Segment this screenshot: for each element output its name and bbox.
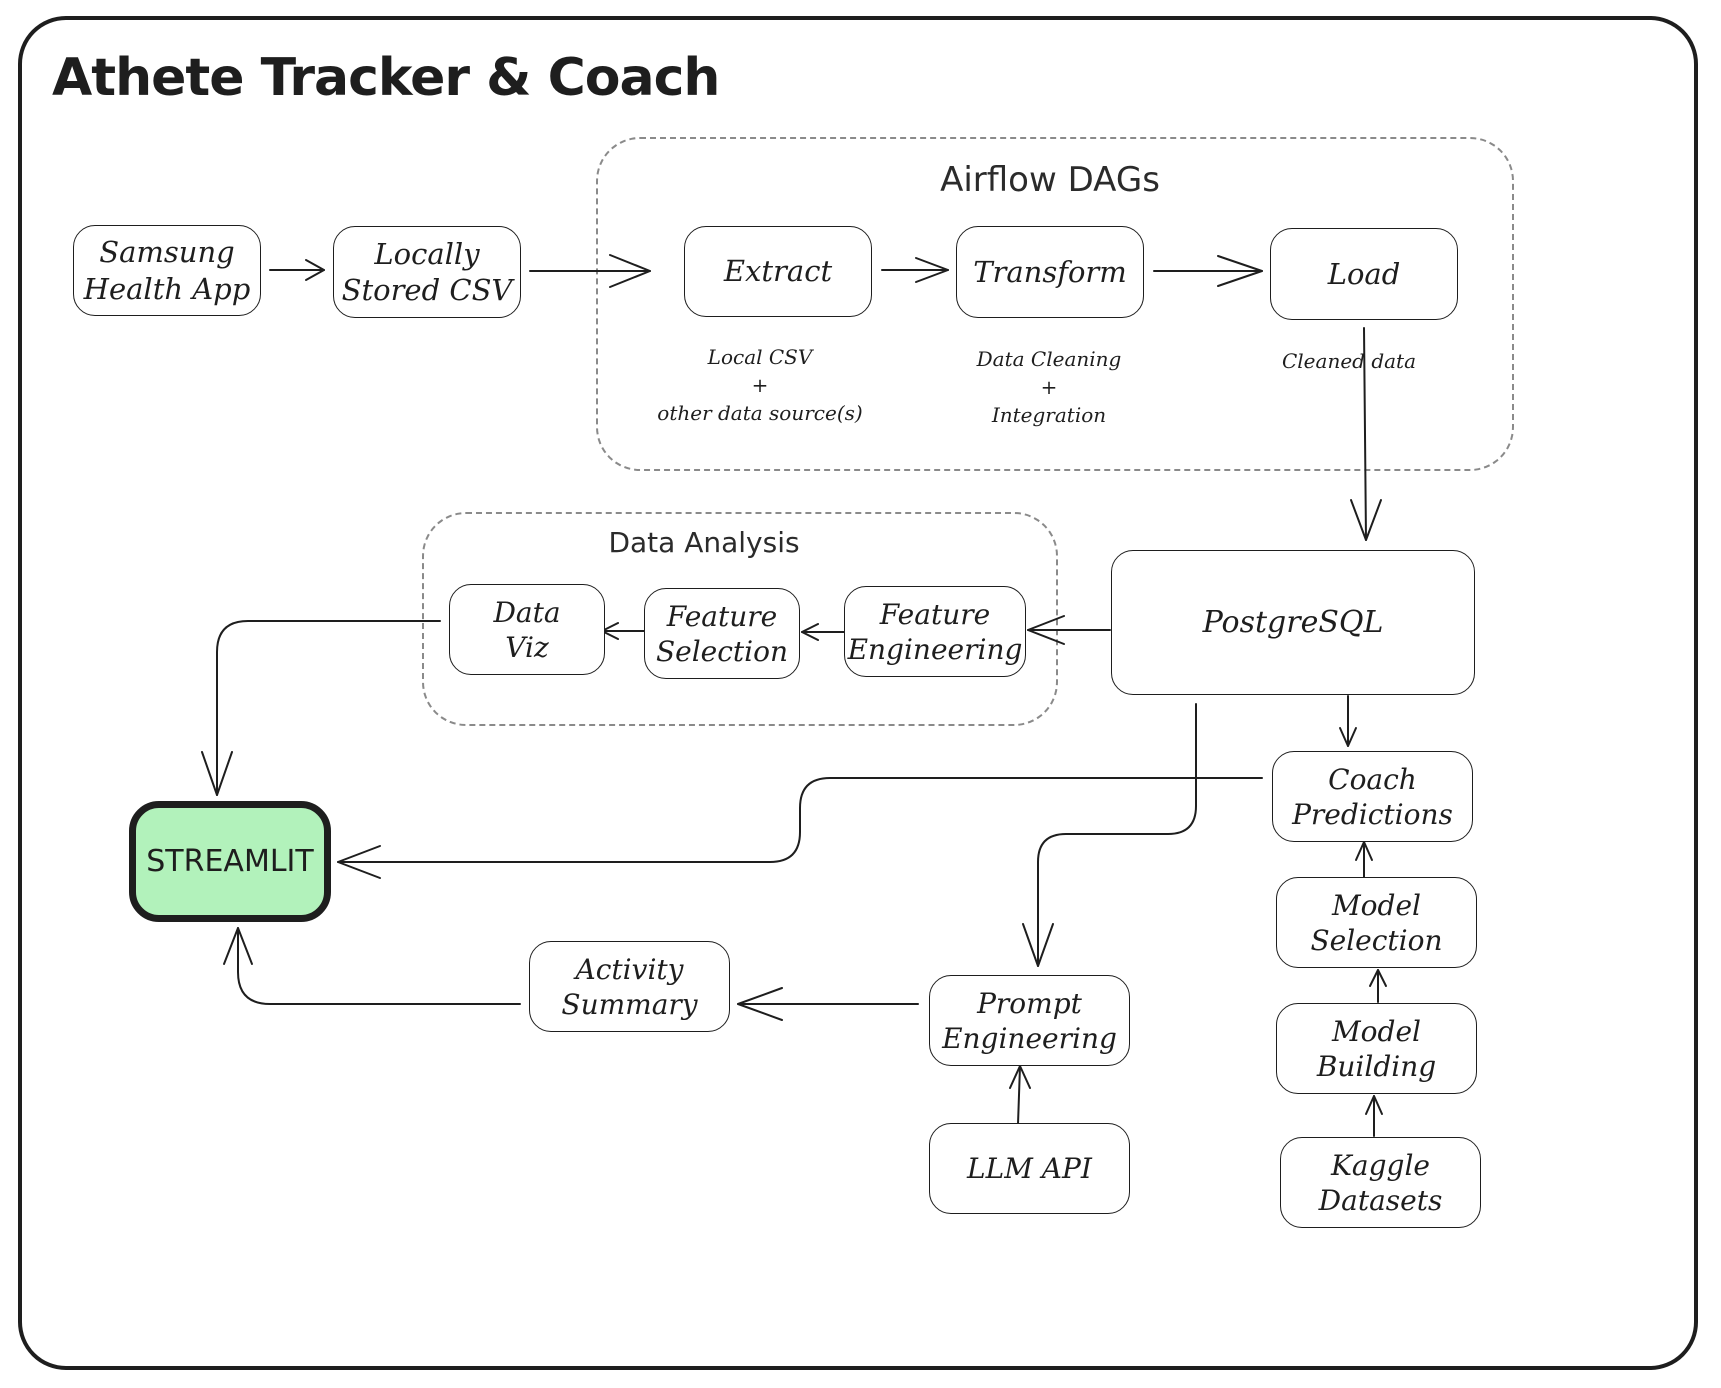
arrowhead-csv bbox=[305, 259, 325, 281]
edge-llm-to-prompt bbox=[1017, 1065, 1021, 1125]
edge-load-to-postgres bbox=[1363, 327, 1367, 541]
node-activity-summary[interactable]: Activity Summary bbox=[529, 941, 730, 1032]
edge-activity-to-streamlit bbox=[237, 927, 521, 1005]
arrowhead-prompt-bottom bbox=[1009, 1065, 1031, 1089]
arrowhead-streamlit-right bbox=[337, 845, 381, 879]
arrowhead-model-sel-bottom bbox=[1369, 969, 1387, 987]
diagram-title: Athete Tracker & Coach bbox=[52, 48, 720, 108]
airflow-dags-label: Airflow DAGs bbox=[940, 160, 1160, 200]
arrowhead-postgres bbox=[1350, 499, 1382, 541]
arrowhead-coach-bottom bbox=[1355, 841, 1373, 861]
node-transform[interactable]: Transform bbox=[956, 226, 1144, 318]
node-feature-engineering[interactable]: Feature Engineering bbox=[844, 586, 1026, 677]
node-extract[interactable]: Extract bbox=[684, 226, 872, 317]
node-coach-predictions[interactable]: Coach Predictions bbox=[1272, 751, 1473, 842]
arrowhead-activity bbox=[737, 987, 783, 1021]
arrowhead-coach bbox=[1339, 727, 1357, 747]
arrowhead-streamlit-top bbox=[201, 751, 233, 796]
node-kaggle-datasets[interactable]: Kaggle Datasets bbox=[1280, 1137, 1481, 1228]
node-postgresql[interactable]: PostgreSQL bbox=[1111, 550, 1475, 695]
node-data-viz[interactable]: Data Viz bbox=[449, 584, 605, 675]
airflow-dags-group bbox=[596, 137, 1514, 471]
arrowhead-model-build-bottom bbox=[1365, 1095, 1383, 1115]
node-load[interactable]: Load bbox=[1270, 228, 1458, 320]
edge-dataviz-to-streamlit bbox=[216, 620, 441, 796]
arrowhead-transform bbox=[915, 257, 949, 283]
node-model-selection[interactable]: Model Selection bbox=[1276, 877, 1477, 968]
arrowhead-extract bbox=[609, 254, 651, 288]
data-analysis-label: Data Analysis bbox=[608, 526, 800, 559]
node-prompt-engineering[interactable]: Prompt Engineering bbox=[929, 975, 1130, 1066]
node-feature-selection[interactable]: Feature Selection bbox=[644, 588, 800, 679]
node-streamlit[interactable]: STREAMLIT bbox=[129, 801, 331, 922]
node-model-building[interactable]: Model Building bbox=[1276, 1003, 1477, 1094]
arrowhead-load bbox=[1217, 255, 1263, 287]
note-extract: Local CSV + other data source(s) bbox=[657, 345, 863, 425]
note-transform: Data Cleaning + Integration bbox=[976, 347, 1122, 427]
arrowhead-streamlit-bottom bbox=[223, 927, 253, 965]
node-samsung-health-app[interactable]: Samsung Health App bbox=[73, 225, 261, 316]
edge-coach-to-streamlit bbox=[337, 777, 1263, 863]
edge-postgres-to-prompt bbox=[1037, 703, 1197, 967]
node-llm-api[interactable]: LLM API bbox=[929, 1123, 1130, 1214]
arrowhead-prompt bbox=[1022, 923, 1054, 967]
arrowhead-feature-eng bbox=[1027, 615, 1065, 645]
arrowhead-feature-sel bbox=[801, 623, 819, 641]
note-load: Cleaned data bbox=[1281, 349, 1417, 373]
node-locally-stored-csv[interactable]: Locally Stored CSV bbox=[333, 226, 521, 318]
